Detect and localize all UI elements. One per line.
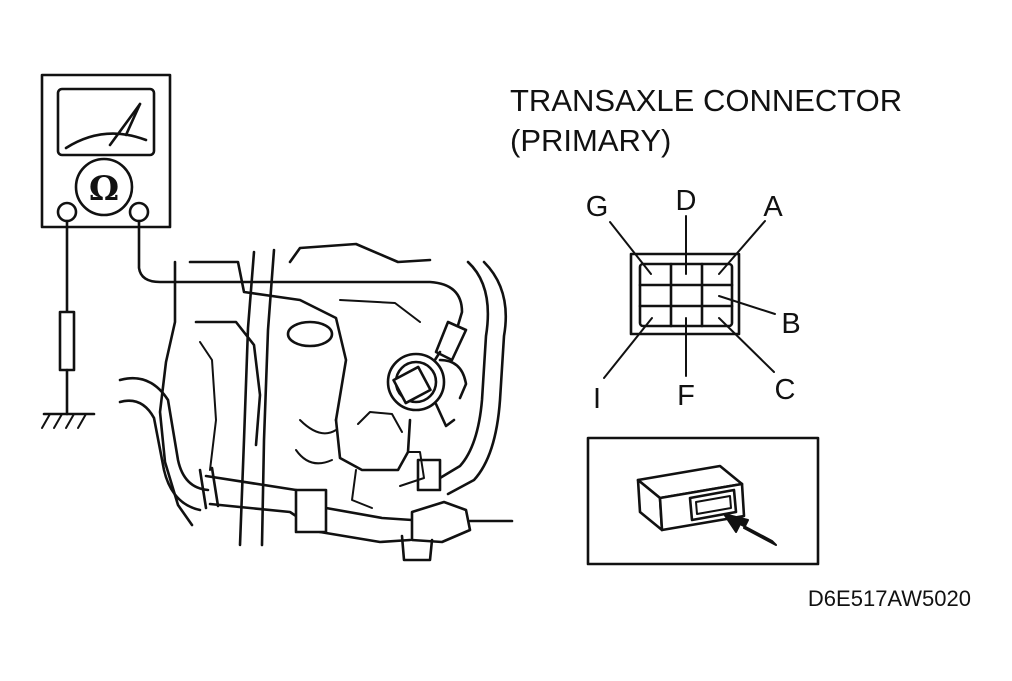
pin-label-i: I (593, 383, 601, 415)
connector-pinout-diagram (603, 215, 776, 379)
connector-title-line-1: TRANSAXLE CONNECTOR (510, 83, 902, 118)
ohmmeter-icon (40, 73, 172, 229)
connector-view-inset (586, 436, 820, 566)
figure-code-label: D6E517AW5020 (808, 586, 971, 611)
connector-title-line-2: (PRIMARY) (510, 123, 671, 158)
pin-label-a: A (763, 191, 783, 223)
ohm-symbol-label: Ω (89, 169, 119, 209)
ground-symbol-icon (41, 412, 96, 429)
ground-lead (58, 219, 76, 416)
transaxle-assembly-illustration (118, 242, 514, 562)
pin-label-b: B (781, 308, 800, 340)
pin-label-d: D (676, 185, 697, 217)
insertion-arrow-icon (723, 513, 777, 546)
pin-label-f: F (677, 380, 695, 412)
pin-label-c: C (775, 374, 796, 406)
pin-label-g: G (586, 191, 609, 223)
probe-lead (137, 219, 464, 334)
